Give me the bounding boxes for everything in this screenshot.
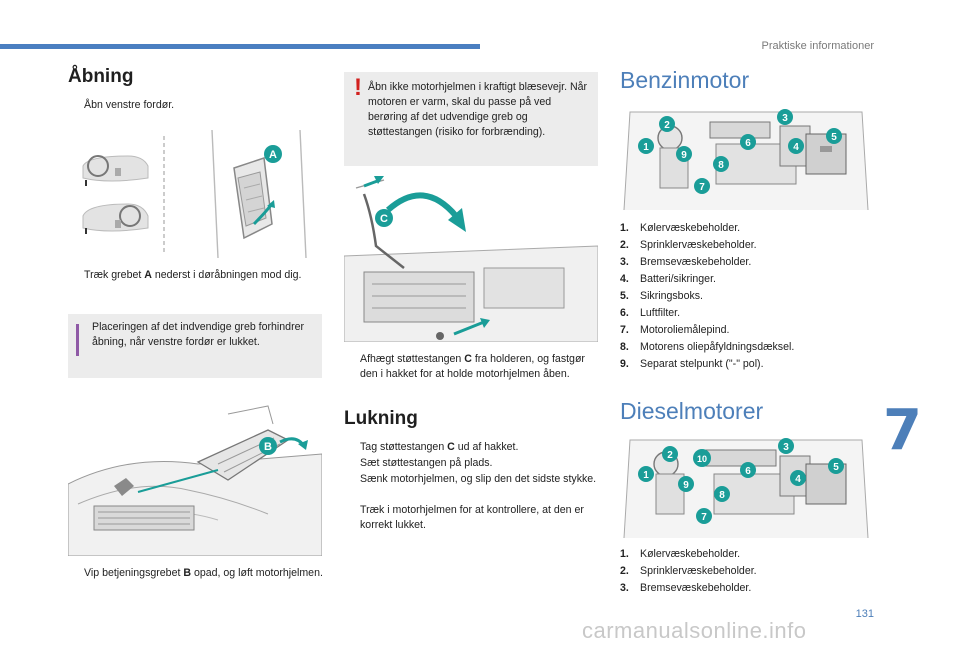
list-item: 1.Kølervæskebeholder. [620, 548, 741, 560]
callout-b: B [264, 441, 272, 453]
chapter-number: 7 [883, 398, 922, 463]
opening-step-1: Åbn venstre fordør. [84, 99, 175, 111]
closing-step-4: Træk i motorhjelmen for at kontrollere, … [360, 504, 584, 531]
diesel-callout-4: 4 [795, 474, 801, 485]
list-item: 7.Motoroliemålepind. [620, 324, 730, 336]
closing-heading: Lukning [344, 408, 418, 429]
petrol-heading: Benzinmotor [620, 67, 750, 93]
diesel-callout-10: 10 [697, 454, 707, 464]
callout-c: C [380, 213, 388, 225]
petrol-callout-4: 4 [793, 142, 799, 153]
list-item: 9.Separat stelpunkt ("-" pol). [620, 358, 764, 370]
petrol-callout-7: 7 [699, 182, 705, 193]
petrol-component-list: 1.Kølervæskebeholder. 2.Sprinklervæskebe… [620, 220, 880, 373]
closing-step-1: Tag støttestangen C ud af hakket. [360, 441, 519, 453]
petrol-engine-diagram: 1 2 3 4 5 6 7 8 9 [620, 100, 872, 214]
list-item: 2.Sprinklervæskebeholder. [620, 239, 757, 251]
petrol-callout-5: 5 [831, 132, 837, 143]
petrol-callout-8: 8 [718, 160, 724, 171]
info-bar-icon [76, 324, 79, 356]
diesel-callout-7: 7 [701, 512, 707, 523]
list-item: 4.Batteri/sikringer. [620, 273, 716, 285]
petrol-callout-1: 1 [643, 142, 649, 153]
warning-text: Åbn ikke motorhjelmen i kraftigt blæseve… [368, 81, 588, 138]
opening-step-3: Vip betjeningsgrebet B opad, og løft mot… [84, 567, 323, 579]
bonnet-stay-illustration: C [344, 176, 598, 342]
diesel-callout-5: 5 [833, 462, 839, 473]
door-release-illustration: A [68, 128, 322, 260]
diesel-engine-diagram: 1 2 3 4 5 6 7 8 9 10 [620, 430, 872, 542]
opening-step-2: Træk grebet A nederst i døråbningen mod … [84, 269, 302, 281]
diesel-callout-9: 9 [683, 480, 689, 491]
diesel-callout-3: 3 [783, 442, 789, 453]
petrol-callout-6: 6 [745, 138, 751, 149]
diesel-heading: Dieselmotorer [620, 398, 764, 424]
bonnet-release-illustration: B [68, 394, 322, 556]
top-accent-bar [0, 44, 480, 49]
list-item: 2.Sprinklervæskebeholder. [620, 565, 757, 577]
opening-info-text: Placeringen af det indvendige greb forhi… [92, 321, 305, 348]
page-number: 131 [855, 608, 874, 620]
diesel-component-list: 1.Kølervæskebeholder. 2.Sprinklervæskebe… [620, 546, 880, 597]
prop-step: Afhægt støttestangen C fra holderen, og … [360, 353, 585, 380]
closing-step-2: Sæt støttestangen på plads. [360, 457, 493, 469]
callout-a: A [269, 149, 277, 161]
list-item: 8.Motorens oliepåfyldningsdæksel. [620, 341, 795, 353]
diesel-callout-1: 1 [643, 470, 649, 481]
list-item: 3.Bremsevæskebeholder. [620, 256, 752, 268]
diesel-callout-8: 8 [719, 490, 725, 501]
closing-step-3: Sænk motorhjelmen, og slip den det sidst… [360, 473, 597, 485]
diesel-callout-2: 2 [667, 450, 673, 461]
petrol-callout-9: 9 [681, 150, 687, 161]
warning-box: ! Åbn ikke motorhjelmen i kraftigt blæse… [344, 72, 598, 166]
opening-heading: Åbning [68, 66, 134, 87]
list-item: 6.Luftfilter. [620, 307, 681, 319]
watermark-text: carmanualsonline.info [582, 618, 807, 643]
warning-exclamation-icon: ! [354, 74, 362, 101]
petrol-callout-3: 3 [782, 113, 788, 124]
list-item: 1.Kølervæskebeholder. [620, 222, 741, 234]
diesel-callout-6: 6 [745, 466, 751, 477]
opening-info-box: Placeringen af det indvendige greb forhi… [68, 314, 322, 378]
running-header: Praktiske informationer [761, 40, 875, 52]
list-item: 5.Sikringsboks. [620, 290, 703, 302]
list-item: 3.Bremsevæskebeholder. [620, 582, 752, 594]
petrol-callout-2: 2 [664, 120, 670, 131]
